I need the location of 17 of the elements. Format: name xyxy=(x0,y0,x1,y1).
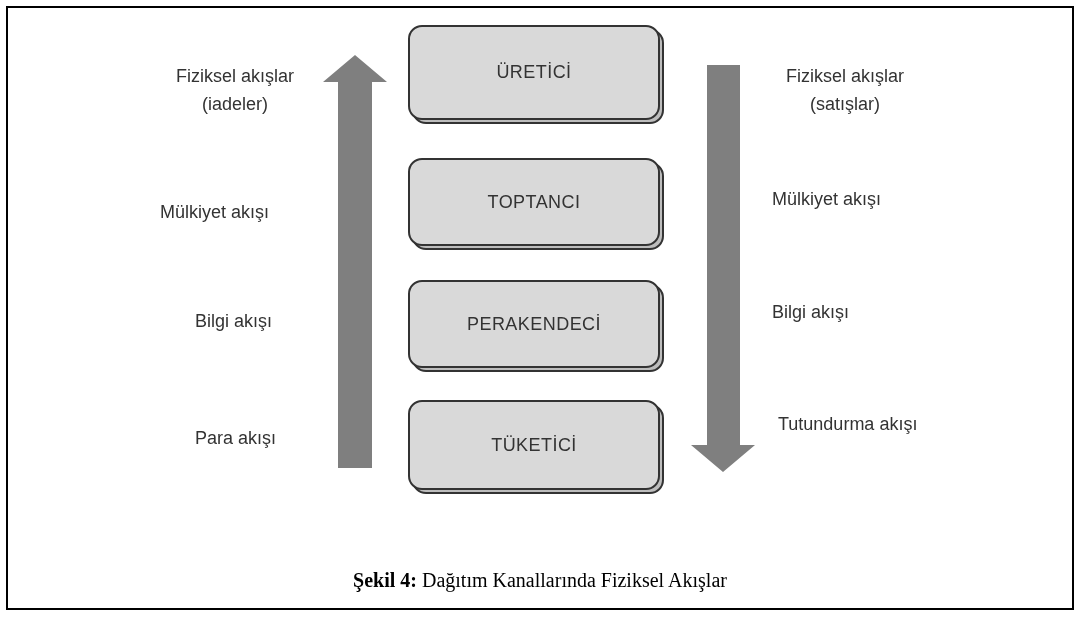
node-label: TÜKETİCİ xyxy=(491,433,577,457)
caption: Şekil 4: Dağıtım Kanallarında Fiziksel Akışlar xyxy=(352,568,728,594)
process-box xyxy=(408,400,660,490)
flow-label: Bilgi akışı xyxy=(772,301,851,324)
process-box xyxy=(408,25,660,120)
node-label: PERAKENDECİ xyxy=(467,312,601,336)
flow-label: Mülkiyet akışı xyxy=(160,201,271,224)
flow-label: Fiziksel akışlar (iadeler) xyxy=(175,65,295,116)
flow-label: Tutundurma akışı xyxy=(778,413,919,436)
flow-label: Bilgi akışı xyxy=(195,310,274,333)
flow-label: Mülkiyet akışı xyxy=(772,188,883,211)
node-label: TOPTANCI xyxy=(487,190,581,214)
flow-label: Para akışı xyxy=(195,427,278,450)
flow-label: Fiziksel akışlar (satışlar) xyxy=(785,65,905,116)
node-label: ÜRETİCİ xyxy=(496,61,572,84)
process-box xyxy=(408,280,660,368)
process-box xyxy=(408,158,660,246)
